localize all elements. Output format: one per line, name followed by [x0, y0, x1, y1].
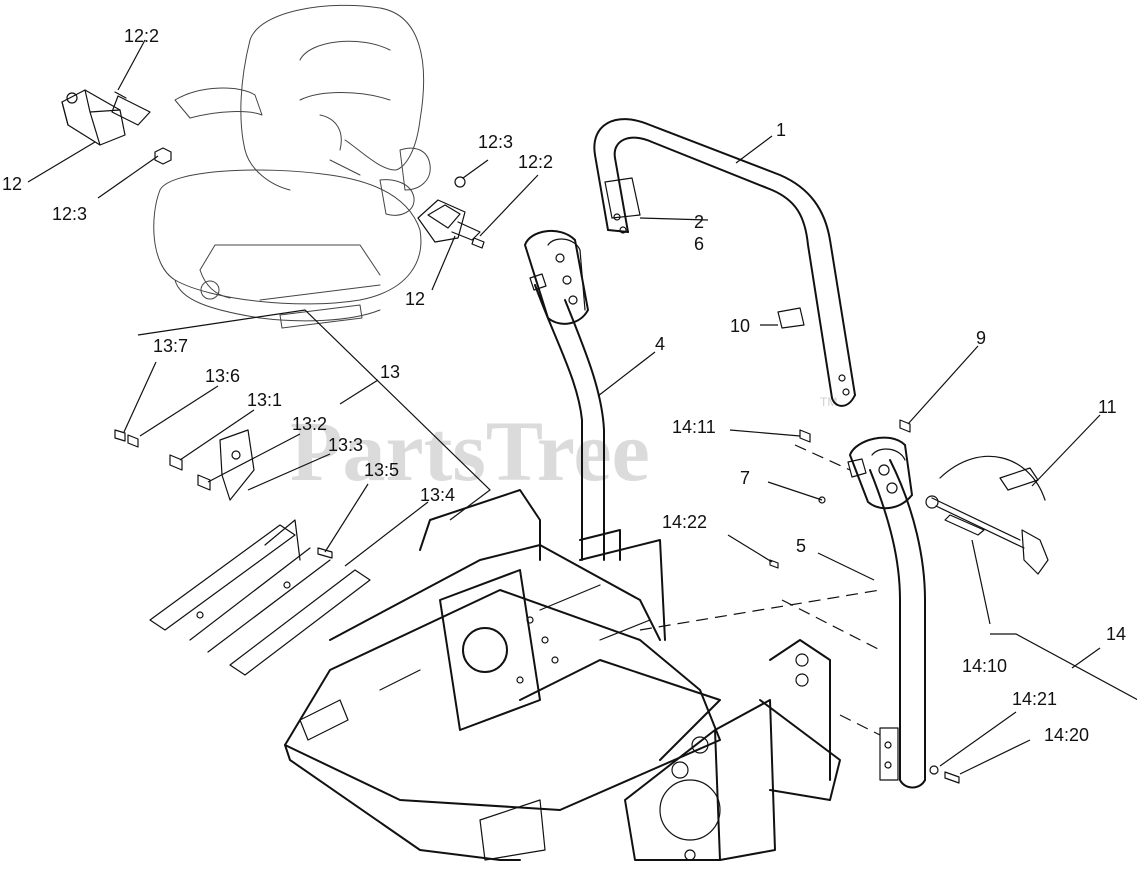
callout-2: 2 — [694, 212, 704, 232]
callout-14-11: 14:11 — [672, 417, 716, 437]
rops-right-upright — [847, 436, 926, 789]
callout-13-1: 13:1 — [247, 390, 282, 410]
callout-13: 13 — [380, 362, 400, 382]
callout-13-5: 13:5 — [364, 460, 399, 480]
seat-switch-assembly-right — [417, 176, 485, 249]
callout-4: 4 — [655, 334, 665, 354]
callout-12-left: 12 — [2, 174, 22, 194]
callout-12-3-left: 12:3 — [52, 204, 87, 224]
callout-5: 5 — [796, 536, 806, 556]
rops-upper-hoop — [593, 118, 856, 407]
callout-11: 11 — [1098, 397, 1117, 417]
callout-14: 14 — [1106, 624, 1126, 644]
callout-13-3: 13:3 — [328, 435, 363, 455]
callout-10: 10 — [730, 316, 750, 336]
callout-1: 1 — [776, 120, 786, 140]
callout-labels: 12:2 12 12:3 12:3 12:2 12 1 2 6 10 4 9 1… — [2, 26, 1126, 745]
callout-12-3-mid: 12:3 — [478, 132, 513, 152]
callout-13-6: 13:6 — [205, 366, 240, 386]
callout-13-7: 13:7 — [153, 336, 188, 356]
callout-14-21: 14:21 — [1012, 689, 1057, 709]
callout-13-4: 13:4 — [420, 485, 455, 505]
alignment-lines — [639, 444, 881, 736]
callout-6: 6 — [694, 234, 704, 254]
seat-switch-assembly-left — [61, 89, 172, 165]
main-frame — [284, 489, 841, 861]
callout-12-2-mid: 12:2 — [518, 152, 553, 172]
callout-9: 9 — [976, 328, 986, 348]
callout-14-22: 14:22 — [662, 512, 707, 532]
rops-hardware — [769, 419, 1049, 784]
callout-12-mid: 12 — [405, 289, 425, 309]
seat-illustration — [153, 4, 431, 329]
leader-lines — [27, 39, 1137, 775]
callout-12-2-top: 12:2 — [124, 26, 159, 46]
callout-7: 7 — [740, 468, 750, 488]
callout-13-2: 13:2 — [292, 414, 327, 434]
watermark-text: PartsTree — [290, 403, 650, 499]
callout-14-20: 14:20 — [1044, 725, 1089, 745]
rops-left-upright — [524, 229, 605, 561]
seat-mount-plate — [114, 429, 371, 676]
callout-14-10: 14:10 — [962, 656, 1007, 676]
